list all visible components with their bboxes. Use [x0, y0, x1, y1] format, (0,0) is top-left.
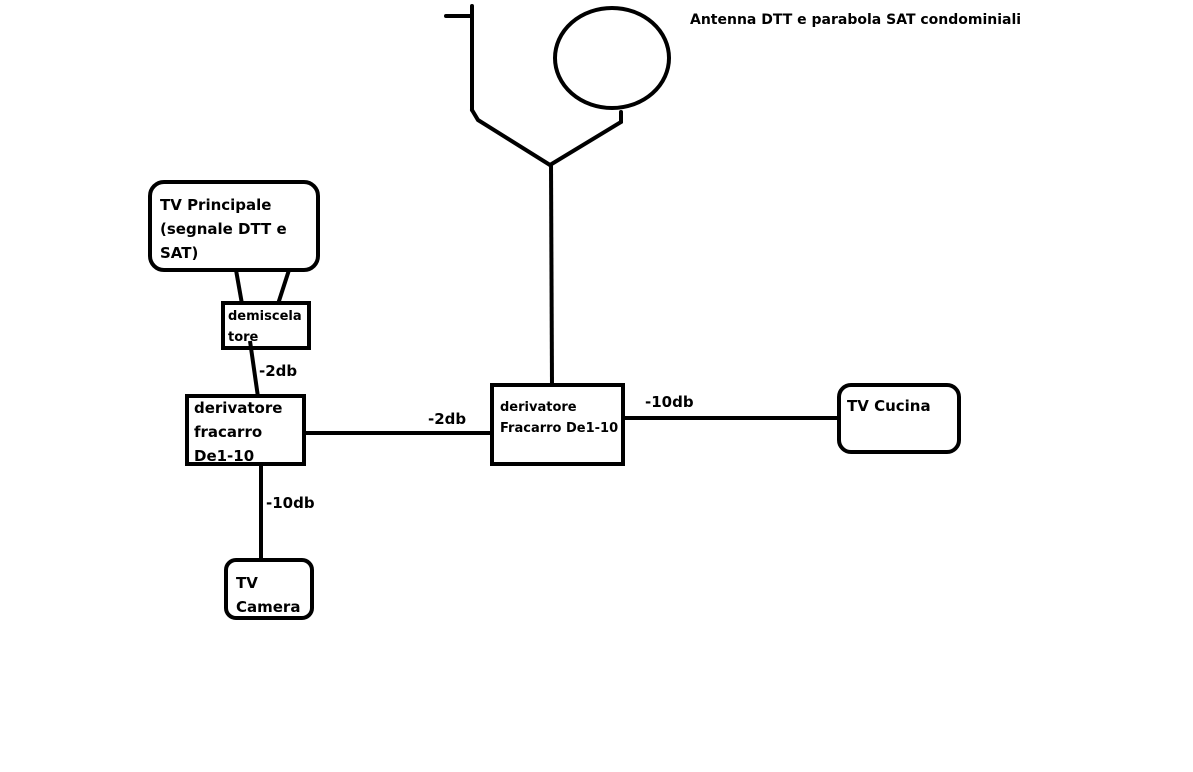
demiscelatore-line-2: tore [228, 330, 259, 345]
derivatore-left-label: derivatore fracarro De1-10 [194, 396, 282, 468]
derivatore-left-box [185, 394, 306, 466]
tv-camera-line-2: Camera [236, 598, 301, 616]
tv-camera-line-1: TV [236, 574, 258, 592]
attenuation-derivatore-cucina: -10db [645, 393, 694, 411]
cable-tv-principale-sat [276, 269, 291, 305]
attenuation-derivatore-left-right: -2db [428, 410, 467, 428]
attenuation-demiscelatore-derivatore: -2db [259, 362, 298, 380]
dtt-antenna-icon [444, 4, 552, 167]
diagram-title: Antenna DTT e parabola SAT condominiali [690, 12, 1022, 28]
demiscelatore-box [221, 301, 311, 350]
tv-cucina-line-1: TV Cucina [847, 397, 931, 415]
tv-cucina-box [837, 383, 961, 454]
sat-dish-icon [548, 6, 671, 167]
attenuation-derivatore-camera: -10db [266, 494, 315, 512]
cable-demiscelatore-to-derivatore [248, 340, 260, 398]
tv-cucina-label: TV Cucina [847, 396, 931, 417]
tv-principale-line-3: SAT) [160, 244, 199, 262]
tv-principale-label: TV Principale (segnale DTT e SAT) [160, 193, 287, 265]
derivatore-left-line-2: fracarro [194, 423, 263, 441]
derivatore-right-label: derivatore Fracarro De1-10 [500, 397, 618, 439]
derivatore-right-line-1: derivatore [500, 400, 577, 415]
tv-principale-line-1: TV Principale [160, 196, 272, 214]
cable-antenna-to-derivatore [549, 162, 554, 387]
tv-principale-line-2: (segnale DTT e [160, 220, 287, 238]
tv-camera-box [224, 558, 314, 620]
demiscelatore-label: demiscela tore [228, 306, 302, 348]
cable-tv-principale-dtt [234, 269, 244, 305]
demiscelatore-line-1: demiscela [228, 309, 302, 324]
derivatore-left-line-3: De1-10 [194, 447, 255, 465]
tv-principale-box [148, 180, 320, 272]
derivatore-right-line-2: Fracarro De1-10 [500, 421, 619, 436]
derivatore-left-line-1: derivatore [194, 399, 283, 417]
derivatore-right-box [490, 383, 625, 466]
tv-camera-label: TV Camera [236, 571, 300, 619]
